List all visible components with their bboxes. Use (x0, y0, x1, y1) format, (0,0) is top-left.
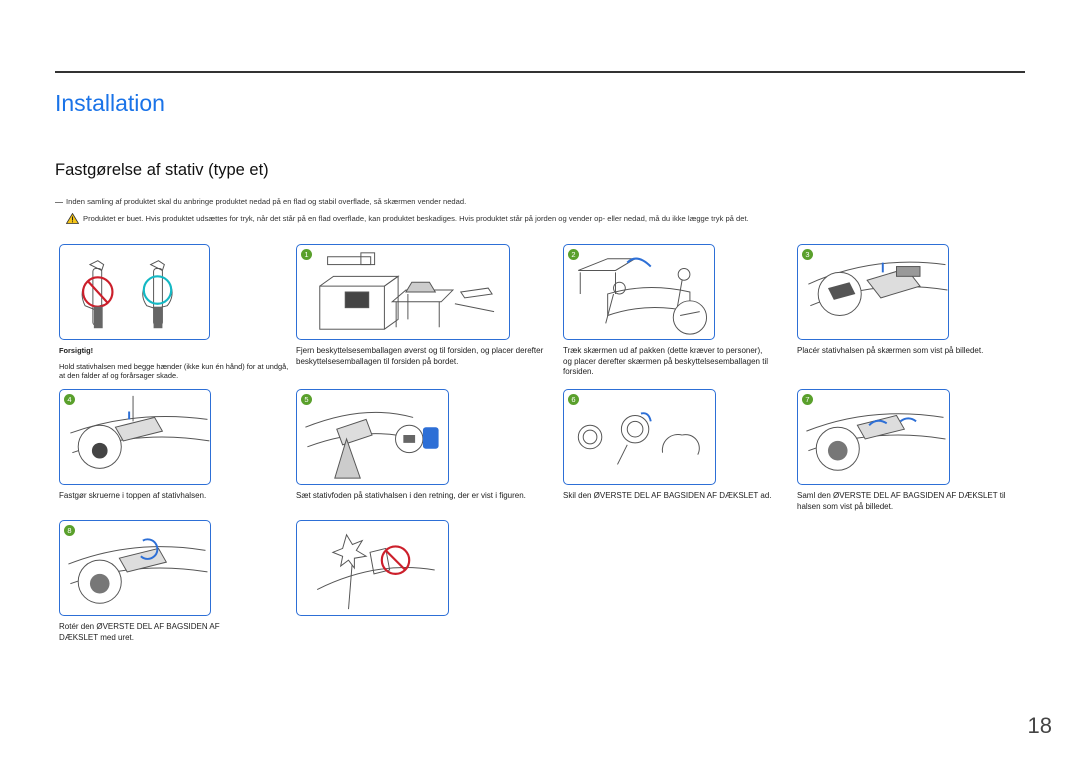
caution-illustration (81, 260, 173, 329)
step-5-illustration (305, 411, 439, 479)
step-4-figure: 4 (59, 389, 211, 485)
step-1-caption: Fjern beskyttelsesemballagen øverst og t… (296, 346, 544, 366)
prohibited-illustration (316, 533, 435, 610)
step-1-figure: 1 (296, 244, 510, 340)
prohibited-figure (296, 520, 449, 616)
note-dash-icon (55, 201, 63, 203)
step-6-badge: 6 (568, 394, 579, 405)
step-3-figure: 3 (797, 244, 949, 340)
step-7-caption: Saml den ØVERSTE DEL AF BAGSIDEN AF DÆKS… (797, 491, 1006, 511)
page-number: 18 (1027, 713, 1052, 738)
step-4-badge: 4 (64, 394, 75, 405)
step-2-illustration (578, 257, 708, 335)
warning-icon (66, 213, 79, 224)
caution-figure (59, 244, 210, 340)
warning-text: Produktet er buet. Hvis produktet udsætt… (83, 214, 749, 223)
step-1-badge: 1 (301, 249, 312, 260)
step-2-figure: 2 (563, 244, 715, 340)
step-4-caption: Fastgør skruerne i toppen af stativhalse… (59, 491, 207, 500)
page-title: Installation (55, 90, 165, 116)
step-2-caption: Træk skærmen ud af pakken (dette kræver … (563, 346, 768, 376)
step-8-figure: 8 (59, 520, 211, 616)
step-7-figure: 7 (797, 389, 950, 485)
step-7-badge: 7 (802, 394, 813, 405)
note-text: Inden samling af produktet skal du anbri… (66, 197, 467, 206)
note: Inden samling af produktet skal du anbri… (55, 196, 1045, 207)
step-1-illustration (319, 252, 495, 330)
step-8-badge: 8 (64, 525, 75, 536)
step-7-illustration (806, 413, 946, 471)
step-6-illustration (577, 412, 700, 465)
top-rule (55, 71, 1025, 73)
step-2-badge: 2 (568, 249, 579, 260)
step-3-illustration (808, 261, 948, 316)
step-8-illustration (68, 538, 208, 604)
step-4-illustration (70, 395, 210, 469)
step-5-caption: Sæt stativfoden på stativhalsen i den re… (296, 491, 526, 500)
step-5-figure: 5 (296, 389, 449, 485)
caution-caption: Forsigtig! Hold stativhalsen med begge h… (59, 346, 289, 381)
section-title: Fastgørelse af stativ (type et) (55, 161, 269, 179)
step-3-badge: 3 (802, 249, 813, 260)
warning: Produktet er buet. Hvis produktet udsætt… (66, 213, 1036, 224)
step-3-caption: Placér stativhalsen på skærmen som vist … (797, 346, 984, 355)
step-8-caption: Rotér den ØVERSTE DEL AF BAGSIDEN AF DÆK… (59, 622, 220, 642)
caution-text: Hold stativhalsen med begge hænder (ikke… (59, 361, 289, 381)
step-6-caption: Skil den ØVERSTE DEL AF BAGSIDEN AF DÆKS… (563, 491, 772, 500)
step-6-figure: 6 (563, 389, 716, 485)
caution-title: Forsigtig! (59, 346, 94, 355)
step-5-badge: 5 (301, 394, 312, 405)
